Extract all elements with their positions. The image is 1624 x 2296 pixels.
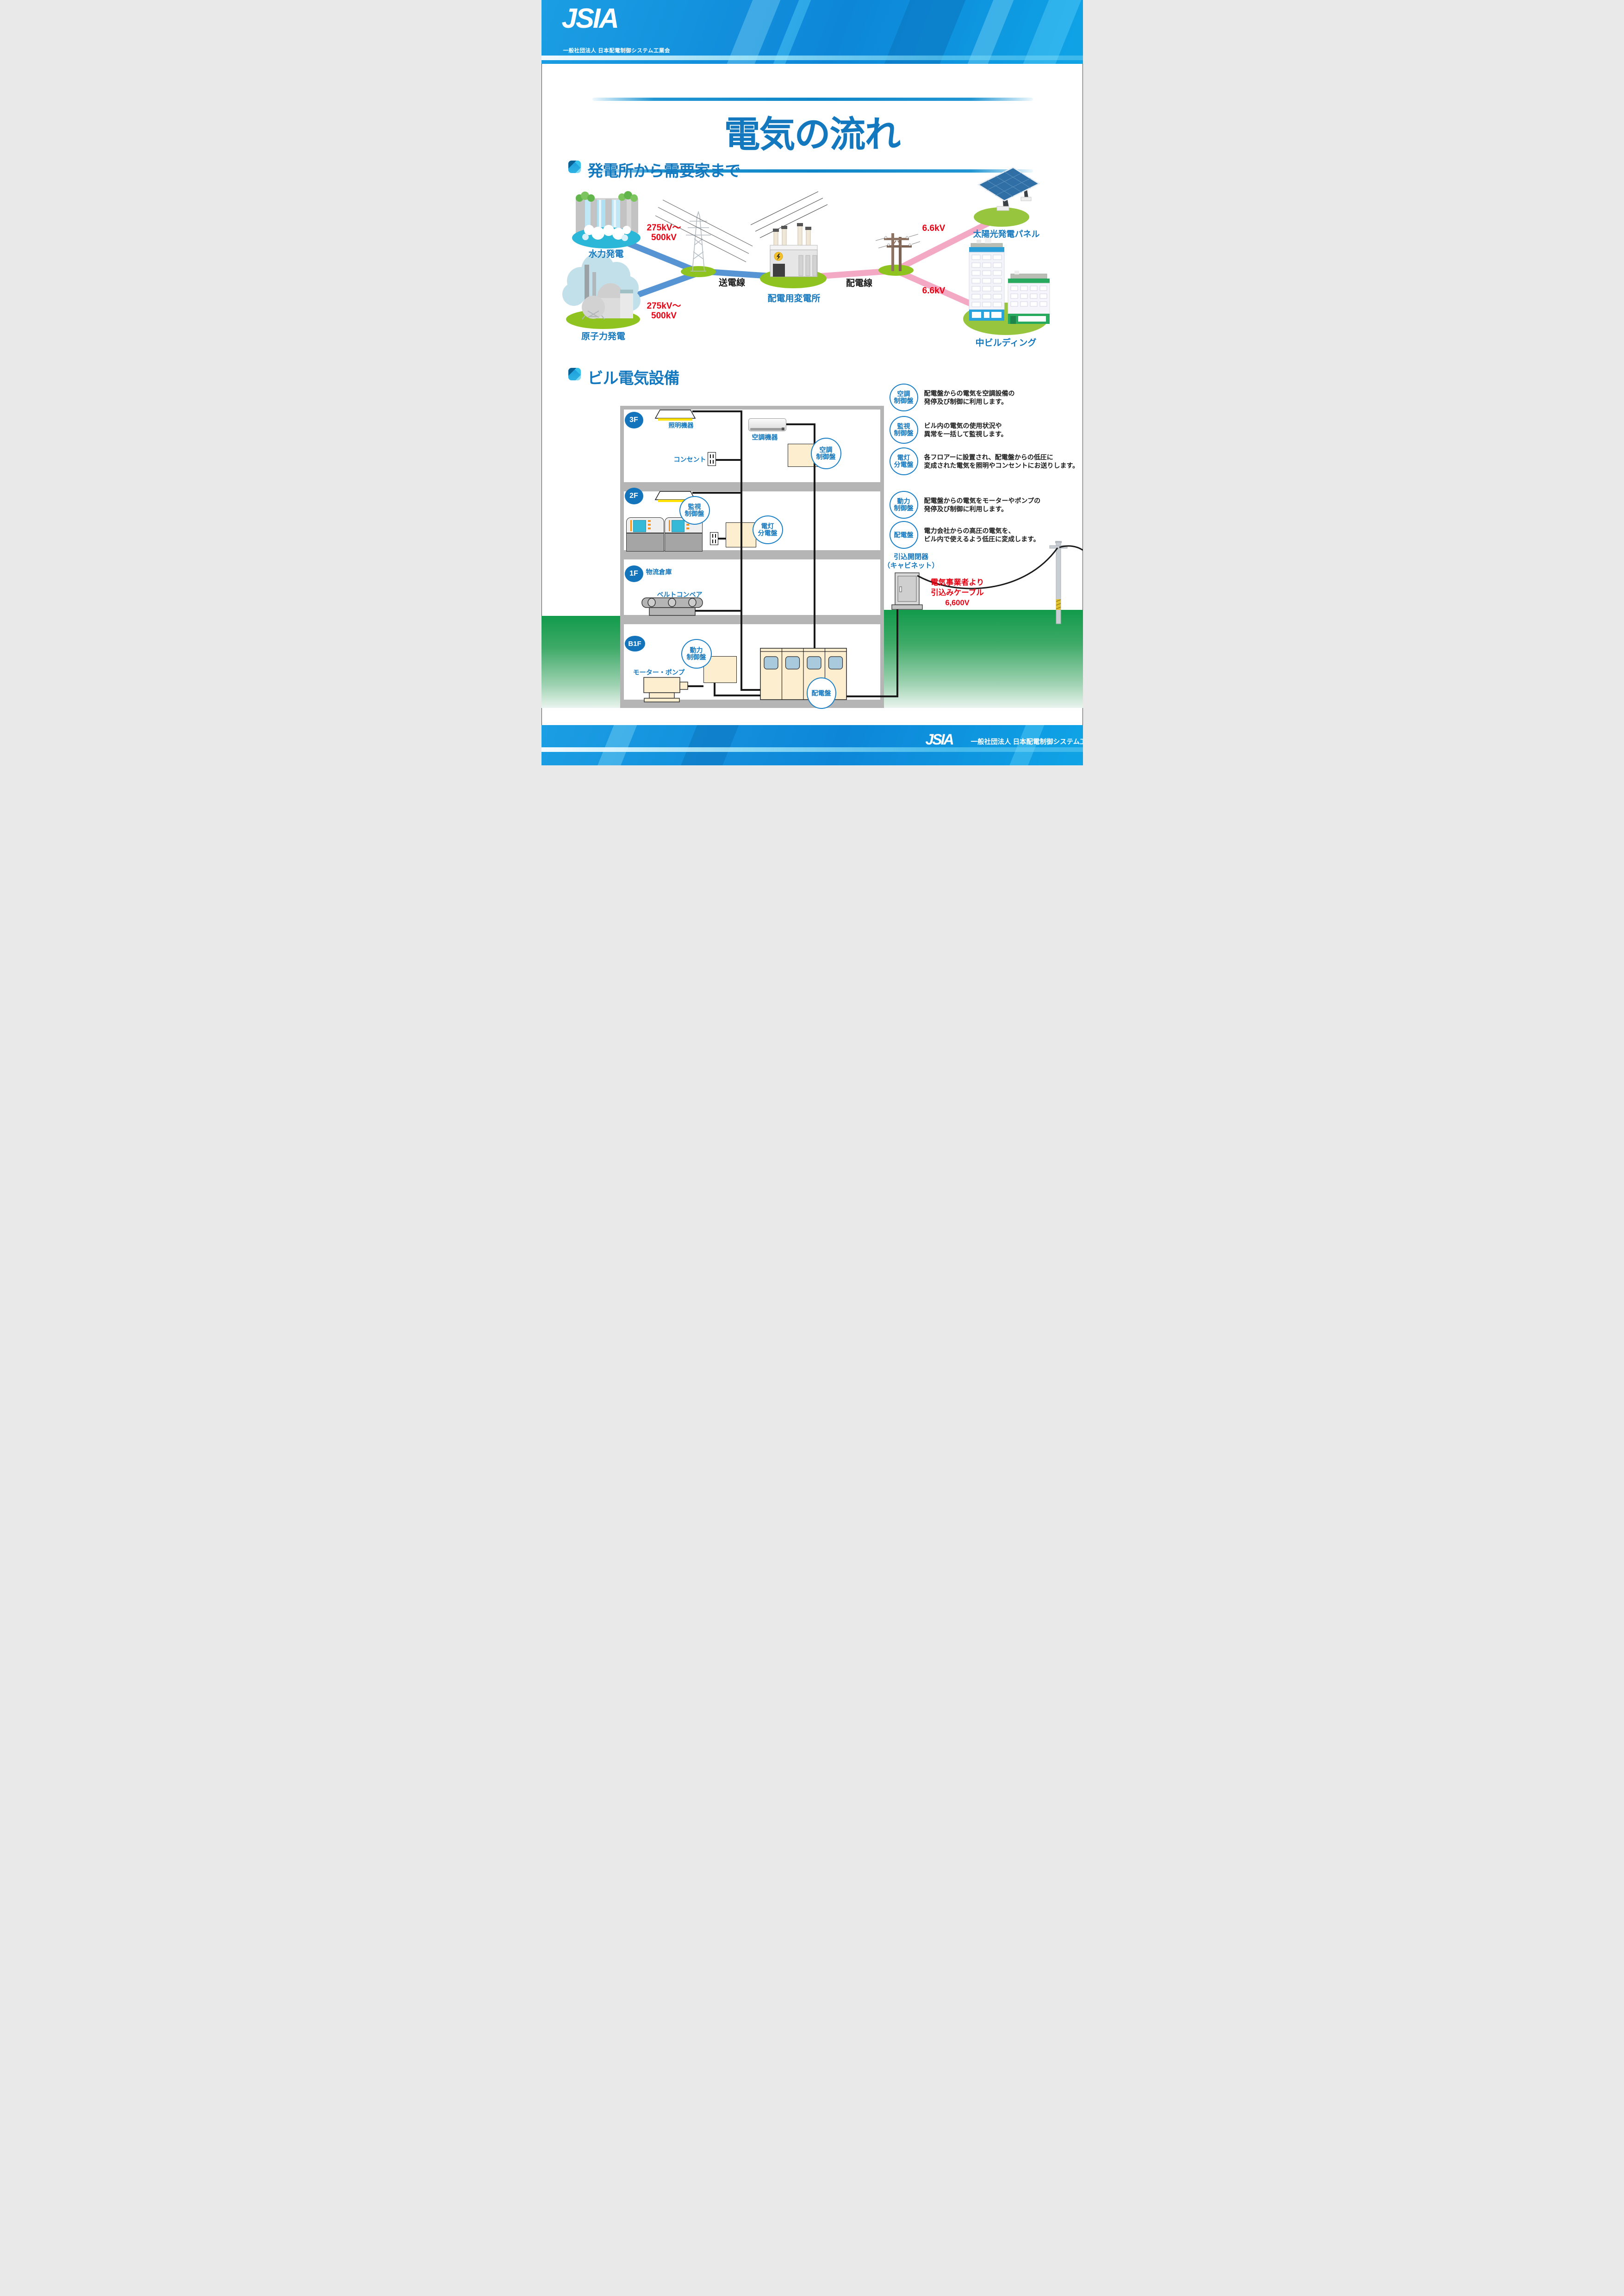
nuclear-label: 原子力発電 — [581, 332, 625, 341]
building-wall-right — [880, 406, 884, 708]
legend-circle-ac: 空調制御盤 — [889, 384, 918, 411]
ground-right — [884, 610, 1083, 708]
building-wall-top — [620, 406, 884, 410]
rack-leds — [686, 520, 689, 531]
diagram-graphics — [562, 167, 1083, 702]
warehouse-label: 物流倉庫 — [646, 568, 672, 576]
floor-badge-3f: 3F — [624, 412, 643, 428]
light-panel-callout: 電灯分電盤 — [752, 515, 783, 544]
incoming-cable-label: 電気事業者より 引込みケーブル 6,600V — [930, 578, 984, 607]
voltage-label-66kv-top: 6.6kV — [922, 223, 946, 233]
power-panel-callout: 動力制御盤 — [681, 639, 712, 669]
section2-heading: ビル電気設備 — [587, 370, 680, 387]
floor-slab-1f-b1f — [623, 615, 880, 624]
voltage-label-275kv-top: 275kV〜500kV — [647, 223, 681, 242]
service-entrance-cabinet — [891, 572, 923, 610]
title-rule-top — [592, 98, 1033, 101]
utility-pole — [1049, 541, 1067, 624]
legend-text-power: 配電盤からの電気をモーターやポンプの発停及び制御に利用します。 — [924, 497, 1041, 513]
floor-badge-2f: 2F — [624, 488, 643, 504]
ceiling-light-3f — [654, 410, 696, 421]
legend-circle-light: 電灯分電盤 — [889, 447, 918, 475]
title-rule-bottom — [592, 169, 1033, 173]
building-wall-left — [620, 406, 624, 708]
header-org-name: 一般社団法人 日本配電制御システム工業会 — [563, 48, 670, 54]
air-conditioner-vent — [750, 428, 783, 430]
building-wiring — [687, 410, 898, 697]
footer-stripe — [541, 747, 1083, 752]
monitor-rack-base — [626, 533, 664, 552]
motor-pump-label: モーター・ポンプ — [633, 669, 685, 676]
switchboard-callout: 配電盤 — [806, 677, 836, 709]
jsia-logo: JSIA — [561, 3, 619, 34]
voltage-label-66kv-bottom: 6.6kV — [922, 286, 946, 296]
substation-label: 配電用変電所 — [767, 294, 821, 304]
outlet-3f — [707, 452, 716, 466]
floor-slab-2f-1f — [623, 550, 880, 559]
solar-label: 太陽光発電パネル — [973, 230, 1040, 239]
poster-page: JSIA 一般社団法人 日本配電制御システム工業会 電気の流れ 発電所から需要家… — [541, 0, 1083, 765]
service-switch-label: 引込開閉器 （キャビネット） — [883, 553, 939, 570]
rack-bar — [630, 520, 632, 531]
section1-icon — [568, 161, 581, 173]
outlet-2f — [709, 532, 718, 545]
motor-pump-illustration — [643, 677, 688, 702]
transmission-line-label: 送電線 — [718, 278, 745, 288]
monitor-panel-callout: 監視制御盤 — [679, 496, 710, 525]
overhead-cable — [916, 545, 1083, 590]
belt-conveyor-illustration — [641, 597, 703, 616]
rack-bar — [668, 520, 670, 531]
page-title: 電気の流れ — [724, 114, 901, 155]
mid-building-label: 中ビルディング — [975, 338, 1037, 348]
footer-band — [541, 725, 1083, 765]
legend-circle-monitor: 監視制御盤 — [889, 416, 918, 444]
footer-org-name: 一般社団法人 日本配電制御システム工業会 — [971, 738, 1083, 746]
legend-text-switchboard: 電力会社からの高圧の電気を、ビル内で使えるよう低圧に変成します。 — [924, 527, 1040, 543]
rack-leds — [647, 520, 651, 531]
footer-jsia-logo: JSIA — [925, 731, 954, 748]
floor-badge-1f: 1F — [624, 565, 643, 582]
legend-text-ac: 配電盤からの電気を空調設備の発停及び制御に利用します。 — [924, 390, 1015, 405]
floor-slab-3f-2f — [623, 482, 880, 491]
solar-panel-illustration — [973, 167, 1040, 227]
section2-icon — [568, 368, 581, 380]
legend-text-monitor: ビル内の電気の使用状況や異常を一括して監視します。 — [924, 422, 1008, 438]
header-band — [541, 0, 1083, 64]
rack-screen — [671, 520, 684, 532]
ground-left — [541, 616, 620, 708]
legend-circle-power: 動力制御盤 — [889, 491, 918, 519]
ac-panel-callout: 空調制御盤 — [810, 438, 841, 469]
air-conditioner-indicator — [781, 428, 784, 430]
header-stripe — [541, 56, 1083, 60]
outlet-label: コンセント — [673, 456, 706, 463]
nuclear-plant-illustration — [562, 253, 641, 329]
legend-circle-switchboard: 配電盤 — [889, 521, 918, 549]
substation-illustration — [750, 191, 828, 288]
distribution-line-label: 配電線 — [846, 279, 872, 288]
lighting-label: 照明機器 — [668, 422, 694, 429]
mid-building-illustration — [963, 238, 1050, 335]
section1-heading: 発電所から需要家まで — [587, 162, 741, 180]
conveyor-label: ベルトコンベア — [657, 591, 703, 598]
hydro-plant-illustration — [572, 191, 641, 248]
rack-screen — [633, 520, 646, 532]
floor-badge-b1f: B1F — [624, 636, 645, 652]
ac-label: 空調機器 — [752, 434, 778, 441]
transmission-tower-illustration — [655, 199, 753, 277]
voltage-label-275kv-bottom: 275kV〜500kV — [647, 301, 681, 321]
distribution-pole-illustration — [875, 233, 920, 276]
hydro-label: 水力発電 — [588, 249, 624, 259]
monitor-rack-base — [664, 533, 703, 552]
legend-text-light: 各フロアーに設置され、配電盤からの低圧に変成された電気を照明やコンセントにお送り… — [924, 453, 1079, 469]
